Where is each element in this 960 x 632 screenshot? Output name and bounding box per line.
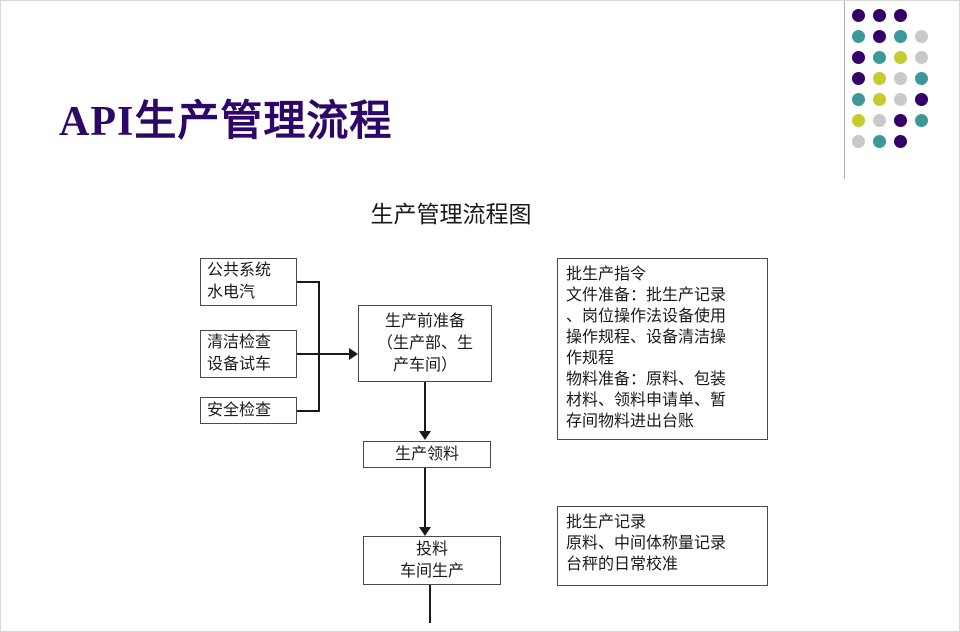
node-utilities: 公共系统 水电汽 [200, 258, 297, 306]
note-batch-record: 批生产记录 原料、中间体称量记录 台秤的日常校准 [557, 506, 768, 586]
gray-dot [894, 93, 907, 106]
teal-dot [852, 30, 865, 43]
purple-dot [852, 51, 865, 64]
note-batch-instruction: 批生产指令 文件准备：批生产记录 、岗位操作法设备使用 操作规程、设备清洁操 作… [557, 258, 768, 440]
purple-dot [915, 93, 928, 106]
purple-dot [894, 9, 907, 22]
purple-dot [852, 72, 865, 85]
flow-arrow-down-icon [419, 431, 431, 440]
flow-arrow-right-icon [349, 348, 358, 360]
purple-dot [852, 9, 865, 22]
yellow-dot [894, 51, 907, 64]
teal-dot [852, 93, 865, 106]
teal-dot [915, 114, 928, 127]
teal-dot [894, 30, 907, 43]
node-safety-check: 安全检查 [200, 397, 297, 424]
yellow-dot [852, 114, 865, 127]
teal-dot [873, 135, 886, 148]
yellow-dot [873, 72, 886, 85]
page-title: API生产管理流程 [59, 99, 393, 145]
connector-line [429, 585, 431, 623]
gray-dot [915, 30, 928, 43]
connector-line [318, 281, 320, 412]
connector-line [297, 281, 320, 283]
purple-dot [894, 135, 907, 148]
connector-line [424, 382, 426, 432]
connector-line [297, 410, 320, 412]
gray-dot [873, 114, 886, 127]
node-feeding: 投料 车间生产 [363, 536, 501, 585]
connector-line [424, 468, 426, 527]
gray-dot [915, 51, 928, 64]
node-material-requisition: 生产领料 [363, 441, 491, 468]
connector-line [297, 353, 351, 355]
node-pre-production: 生产前准备 （生产部、生 产车间） [358, 305, 492, 382]
flow-arrow-down-icon [419, 527, 431, 536]
purple-dot [873, 30, 886, 43]
purple-dot [894, 114, 907, 127]
node-cleaning-check: 清洁检查 设备试车 [200, 330, 297, 378]
yellow-dot [873, 93, 886, 106]
teal-dot [915, 72, 928, 85]
decorative-vertical-line [844, 1, 845, 179]
gray-dot [852, 135, 865, 148]
dot-grid [852, 9, 936, 156]
diagram-title: 生产管理流程图 [370, 202, 532, 227]
teal-dot [873, 51, 886, 64]
purple-dot [873, 9, 886, 22]
gray-dot [894, 72, 907, 85]
